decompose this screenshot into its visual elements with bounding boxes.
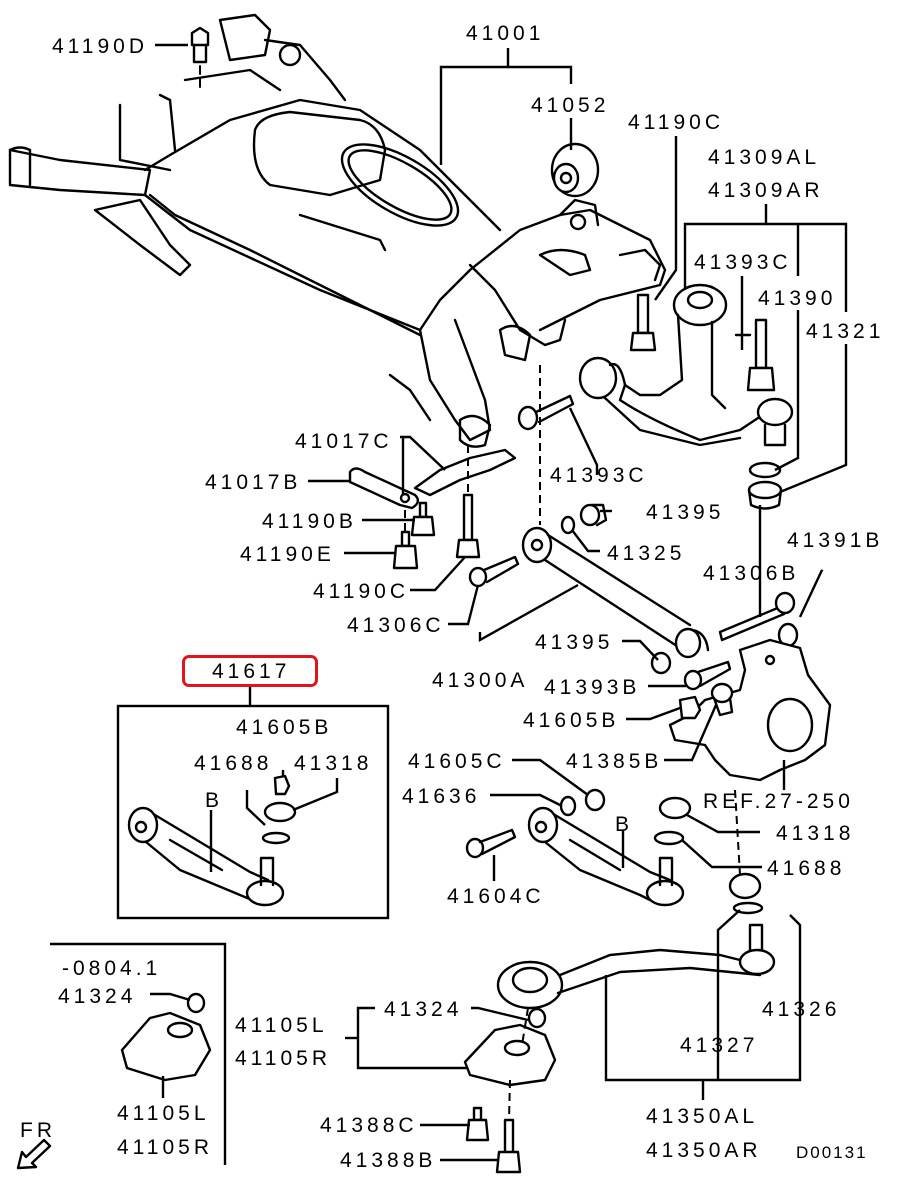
bolt-41190c-top-drawing: [629, 293, 657, 352]
bolt-41388c-drawing: [465, 1106, 490, 1142]
callout-41390[interactable]: 41390: [758, 287, 837, 310]
drawing-code: D00131: [796, 1143, 868, 1162]
callout-41190d[interactable]: 41190D: [52, 35, 149, 58]
callout-41325[interactable]: 41325: [607, 542, 686, 565]
front-direction-arrow-icon: [16, 1138, 52, 1170]
bolt-41306c-drawing: [468, 555, 520, 588]
callout-41105r-inset[interactable]: 41105R: [117, 1136, 214, 1159]
callout-41605b[interactable]: 41605B: [523, 709, 620, 732]
date-range-note: -0804.1: [62, 957, 162, 980]
callout-41604c[interactable]: 41604C: [447, 885, 545, 908]
callout-41388b[interactable]: 41388B: [340, 1149, 437, 1172]
snap-ring-41390-drawing: [748, 461, 782, 479]
boot-41321-drawing: [747, 480, 783, 510]
nut-41395-upper-drawing: [579, 503, 608, 527]
snap-ring-41688-drawing: [653, 830, 685, 846]
callout-41327[interactable]: 41327: [680, 1034, 759, 1057]
callout-41190c-top[interactable]: 41190C: [628, 111, 725, 134]
lower-arm-41617-main-drawing: [527, 806, 685, 907]
callout-41688-inset[interactable]: 41688: [194, 752, 273, 775]
washer-41636-drawing: [559, 795, 577, 817]
callout-41306b[interactable]: 41306B: [703, 562, 800, 585]
callout-41385b[interactable]: 41385B: [566, 750, 663, 773]
callout-41350ar[interactable]: 41350AR: [646, 1139, 762, 1162]
bolt-41604c-drawing: [465, 828, 517, 859]
knuckle-ref-drawing: [668, 638, 832, 782]
bushing-41052-drawing: [550, 142, 600, 198]
callout-41326[interactable]: 41326: [762, 998, 841, 1021]
plate-41105-drawing: [463, 1023, 557, 1087]
bolt-41393b-drawing: [683, 660, 732, 691]
callout-41321[interactable]: 41321: [806, 320, 885, 343]
lower-arm-41350a-drawing: [496, 923, 776, 1010]
callout-41306c[interactable]: 41306C: [347, 614, 445, 637]
highlighted-part-frame: [182, 655, 318, 687]
bolt-41190d-drawing: [190, 26, 210, 89]
callout-41017c[interactable]: 41017C: [295, 430, 393, 453]
callout-41309ar[interactable]: 41309AR: [708, 179, 824, 202]
inset-plate-drawing: [120, 992, 212, 1082]
bracket-41017c-drawing: [413, 448, 517, 497]
callout-41605c[interactable]: 41605C: [408, 750, 506, 773]
callout-41605b-inset[interactable]: 41605B: [236, 716, 333, 739]
callout-41393c-top[interactable]: 41393C: [694, 251, 792, 274]
callout-41001[interactable]: 41001: [466, 22, 545, 45]
view-marker-b-inset: B: [205, 789, 224, 812]
callout-41190e[interactable]: 41190E: [240, 543, 335, 566]
callout-41395-upper[interactable]: 41395: [646, 501, 725, 524]
callout-41017b[interactable]: 41017B: [205, 471, 302, 494]
callout-41393c-mid[interactable]: 41393C: [550, 464, 648, 487]
reference-27-250[interactable]: REF.27-250: [703, 790, 854, 813]
callout-41393b[interactable]: 41393B: [544, 676, 641, 699]
callout-41636[interactable]: 41636: [402, 785, 481, 808]
bracket-41017b-drawing: [348, 467, 420, 510]
callout-41350al[interactable]: 41350AL: [646, 1105, 759, 1128]
callout-41300a[interactable]: 41300A: [432, 669, 529, 692]
nut-41605c-drawing: [584, 788, 606, 812]
callout-41318-inset[interactable]: 41318: [294, 752, 373, 775]
bolt-41393c-top-drawing: [746, 318, 776, 392]
bolt-41190c-mid-drawing: [455, 493, 481, 559]
bushing-41318-drawing: [658, 796, 692, 820]
crossmember-drawing: [8, 13, 667, 448]
bolt-41190b-drawing: [410, 501, 436, 537]
callout-41190c-mid[interactable]: 41190C: [313, 580, 410, 603]
callout-41318[interactable]: 41318: [776, 822, 855, 845]
callout-41052[interactable]: 41052: [531, 94, 610, 117]
front-direction-label: FR: [20, 1119, 56, 1142]
view-marker-b-main: B: [615, 813, 634, 836]
bolt-41393c-mid-drawing: [517, 394, 575, 431]
upper-arm-41309a-drawing: [578, 283, 794, 447]
callout-41391b[interactable]: 41391B: [787, 529, 884, 552]
callout-41388c[interactable]: 41388C: [320, 1114, 418, 1137]
nut-41605b-drawing: [678, 695, 702, 720]
callout-41105l-inset[interactable]: 41105L: [117, 1102, 210, 1125]
boxed-lower-arm-drawing: [127, 774, 297, 907]
callout-41617-highlighted[interactable]: 41617: [212, 660, 291, 683]
bushing-41327-drawing: [728, 872, 762, 900]
stud-41385b-drawing: [710, 682, 734, 717]
callout-41105l[interactable]: 41105L: [235, 1014, 328, 1037]
inset-borders: [50, 687, 390, 1165]
toe-link-41300a-drawing: [521, 515, 710, 659]
callout-41688[interactable]: 41688: [767, 857, 846, 880]
callout-41324[interactable]: 41324: [384, 998, 463, 1021]
bolt-41388b-drawing: [495, 1118, 522, 1174]
callout-41324-inset[interactable]: 41324: [58, 985, 137, 1008]
callout-41105r[interactable]: 41105R: [235, 1047, 332, 1070]
bolt-41190e-drawing: [392, 530, 419, 570]
leader-lines: [150, 43, 848, 1162]
callout-41190b[interactable]: 41190B: [262, 510, 357, 533]
callout-41395-lower[interactable]: 41395: [535, 631, 614, 654]
stopper-41324-drawing: [527, 1007, 547, 1029]
callout-41309al[interactable]: 41309AL: [708, 146, 821, 169]
snap-ring-41326-drawing: [732, 901, 764, 915]
